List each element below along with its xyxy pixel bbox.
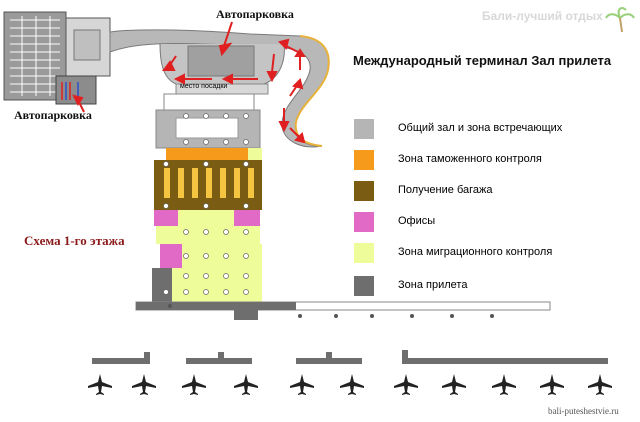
- boarding-place-label: место посадки: [180, 83, 228, 90]
- legend-label-offices: Офисы: [398, 215, 436, 227]
- legend-label-customs: Зона таможенного контроля: [398, 153, 542, 165]
- terminal-building: [135, 93, 551, 320]
- parking-top-label: Автопарковка: [216, 7, 294, 21]
- floor-scheme-label: Схема 1-го этажа: [24, 233, 125, 248]
- legend-swatch-immigration: [354, 243, 374, 263]
- legend-label-baggage: Получение багажа: [398, 184, 493, 196]
- watermark-brand: Бали-лучший отдых: [482, 9, 603, 23]
- airplane-icons: [88, 374, 612, 395]
- traffic-arrows: [72, 21, 306, 144]
- left-parking-lot: [3, 11, 111, 105]
- legend-swatch-arrival: [354, 276, 374, 296]
- palm-logo-icon: [605, 7, 635, 33]
- legend-label-meeting: Общий зал и зона встречающих: [398, 122, 563, 134]
- parking-left-label: Автопарковка: [14, 108, 92, 122]
- gate-piers: [92, 350, 608, 364]
- legend-swatch-meeting: [354, 119, 374, 139]
- legend-label-immigration: Зона миграционного контроля: [398, 246, 553, 258]
- road-network: [109, 29, 330, 148]
- legend-swatch-baggage: [354, 181, 374, 201]
- legend-swatch-offices: [354, 212, 374, 232]
- page-title: Международный терминал Зал прилета: [353, 53, 612, 68]
- legend-swatch-customs: [354, 150, 374, 170]
- watermark-site: bali-puteshestvie.ru: [548, 406, 619, 416]
- legend-label-arrival: Зона прилета: [398, 279, 468, 291]
